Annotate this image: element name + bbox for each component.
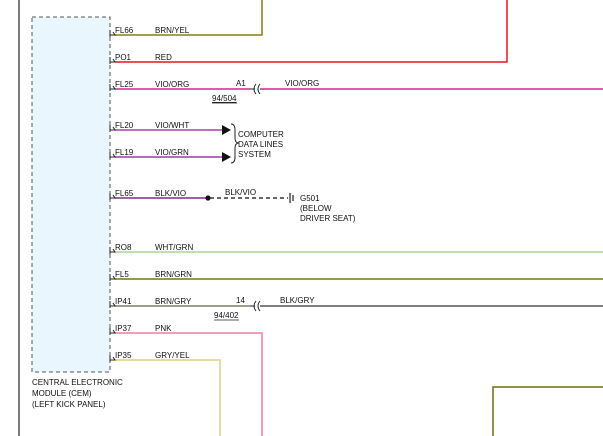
pin-stub-ip35 (109, 355, 116, 362)
pin-stub-fl65 (109, 193, 116, 200)
module-label-line-1: CENTRAL ELECTRONIC (32, 378, 123, 387)
connector-14-symbol (250, 300, 261, 312)
ground-label-line-1: G501 (300, 194, 320, 203)
connector-14-pin: 14 (236, 296, 245, 305)
wire-label: BLK/VIO (155, 189, 186, 198)
connector-14-ref: 94/402 (214, 311, 239, 320)
wire-label: RED (155, 53, 172, 62)
pin-wires (115, 0, 603, 436)
wire-label: VIO/GRN (155, 148, 189, 157)
connector-a1: A1 94/504 VIO/ORG (212, 79, 603, 104)
pin-label: IP41 (115, 297, 132, 306)
ground-label-line-2: (BELOW (300, 204, 332, 213)
arrow-fl20 (222, 125, 231, 135)
module-label-line-2: MODULE (CEM) (32, 389, 92, 398)
connector-a1-ref: 94/504 (212, 94, 237, 103)
module-label-line-3: (LEFT KICK PANEL) (32, 400, 106, 409)
wire-ip37 (115, 332, 263, 436)
wire-label: VIO/ORG (155, 80, 189, 89)
pin-stub-fl5 (109, 274, 116, 281)
pin-stub-ip37 (109, 328, 116, 335)
wire-label: WHT/GRN (155, 243, 193, 252)
dark-olive-wire (492, 386, 603, 436)
pin-labels: FL66 PO1 FL25 FL20 FL19 FL65 RO8 FL5 IP4… (115, 26, 134, 360)
ground-g501: BLK/VIO G501 (BELOW DRIVER SEAT) (205, 188, 356, 223)
computer-data-lines-label-1: COMPUTER (238, 130, 284, 139)
computer-data-lines: COMPUTER DATA LINES SYSTEM (222, 123, 284, 164)
pin-label: FL66 (115, 26, 134, 35)
pin-stub-fl20 (109, 125, 116, 132)
pin-label: PO1 (115, 53, 132, 62)
arrow-fl19 (222, 152, 231, 162)
pin-stubs (109, 30, 116, 362)
computer-data-lines-label-2: DATA LINES (238, 140, 283, 149)
ground-wire-label: BLK/VIO (225, 188, 256, 197)
pin-label: IP35 (115, 351, 132, 360)
pin-label: FL25 (115, 80, 134, 89)
pin-label: RO8 (115, 243, 132, 252)
connector-a1-wire: VIO/ORG (285, 79, 319, 88)
pin-stub-fl66 (109, 30, 116, 37)
cem-module-box (31, 16, 111, 373)
wire-label: VIO/WHT (155, 121, 189, 130)
computer-data-lines-label-3: SYSTEM (238, 150, 271, 159)
pin-stub-ip41 (109, 301, 116, 308)
wire-po1 (115, 0, 508, 63)
wire-label: BRN/YEL (155, 26, 190, 35)
pin-stub-fl25 (109, 84, 116, 91)
ground-label-line-3: DRIVER SEAT) (300, 214, 356, 223)
connector-14: 14 94/402 BLK/GRY (214, 296, 603, 321)
pin-label: FL5 (115, 270, 129, 279)
wire-label: PNK (155, 324, 172, 333)
connector-a1-symbol (250, 83, 261, 95)
pin-stub-fl19 (109, 152, 116, 159)
connector-14-wire: BLK/GRY (280, 296, 315, 305)
wire-label: BRN/GRN (155, 270, 192, 279)
pin-stub-po1 (109, 57, 116, 64)
splice-dot (205, 195, 211, 201)
pin-label: FL19 (115, 148, 134, 157)
wire-label: BRN/GRY (155, 297, 192, 306)
wire-labels: BRN/YEL RED VIO/ORG VIO/WHT VIO/GRN BLK/… (155, 26, 193, 360)
wire-label: GRY/YEL (155, 351, 190, 360)
pin-label: IP37 (115, 324, 132, 333)
pin-label: FL65 (115, 189, 134, 198)
pin-label: FL20 (115, 121, 134, 130)
pin-stub-ro8 (109, 247, 116, 254)
wire-ip35 (115, 359, 221, 436)
wire-fl66 (115, 0, 263, 36)
connector-a1-pin: A1 (236, 79, 246, 88)
computer-data-lines-bracket (230, 123, 240, 164)
